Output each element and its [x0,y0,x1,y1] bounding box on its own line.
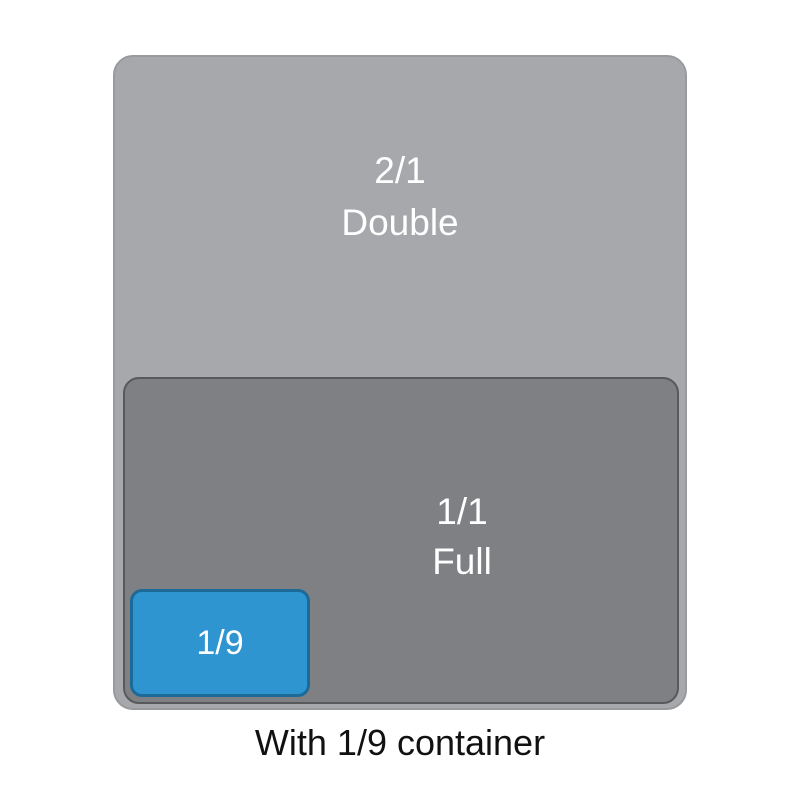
pan-ninth-1-9: 1/9 [130,589,310,697]
pan-full-size-text: 1/1 [436,491,488,532]
pan-double-2-1: 2/1 Double 1/1 Full 1/9 [113,55,687,710]
diagram-caption: With 1/9 container [254,722,546,763]
pan-double-label: 2/1 Double [115,145,685,249]
pan-double-name-text: Double [341,202,459,243]
pan-ninth-size-text: 1/9 [196,623,244,662]
pan-double-size-text: 2/1 [374,150,426,191]
pan-full-1-1: 1/1 Full 1/9 [123,377,679,704]
pan-full-name-text: Full [432,541,492,582]
pan-full-label: 1/1 Full [337,487,587,587]
